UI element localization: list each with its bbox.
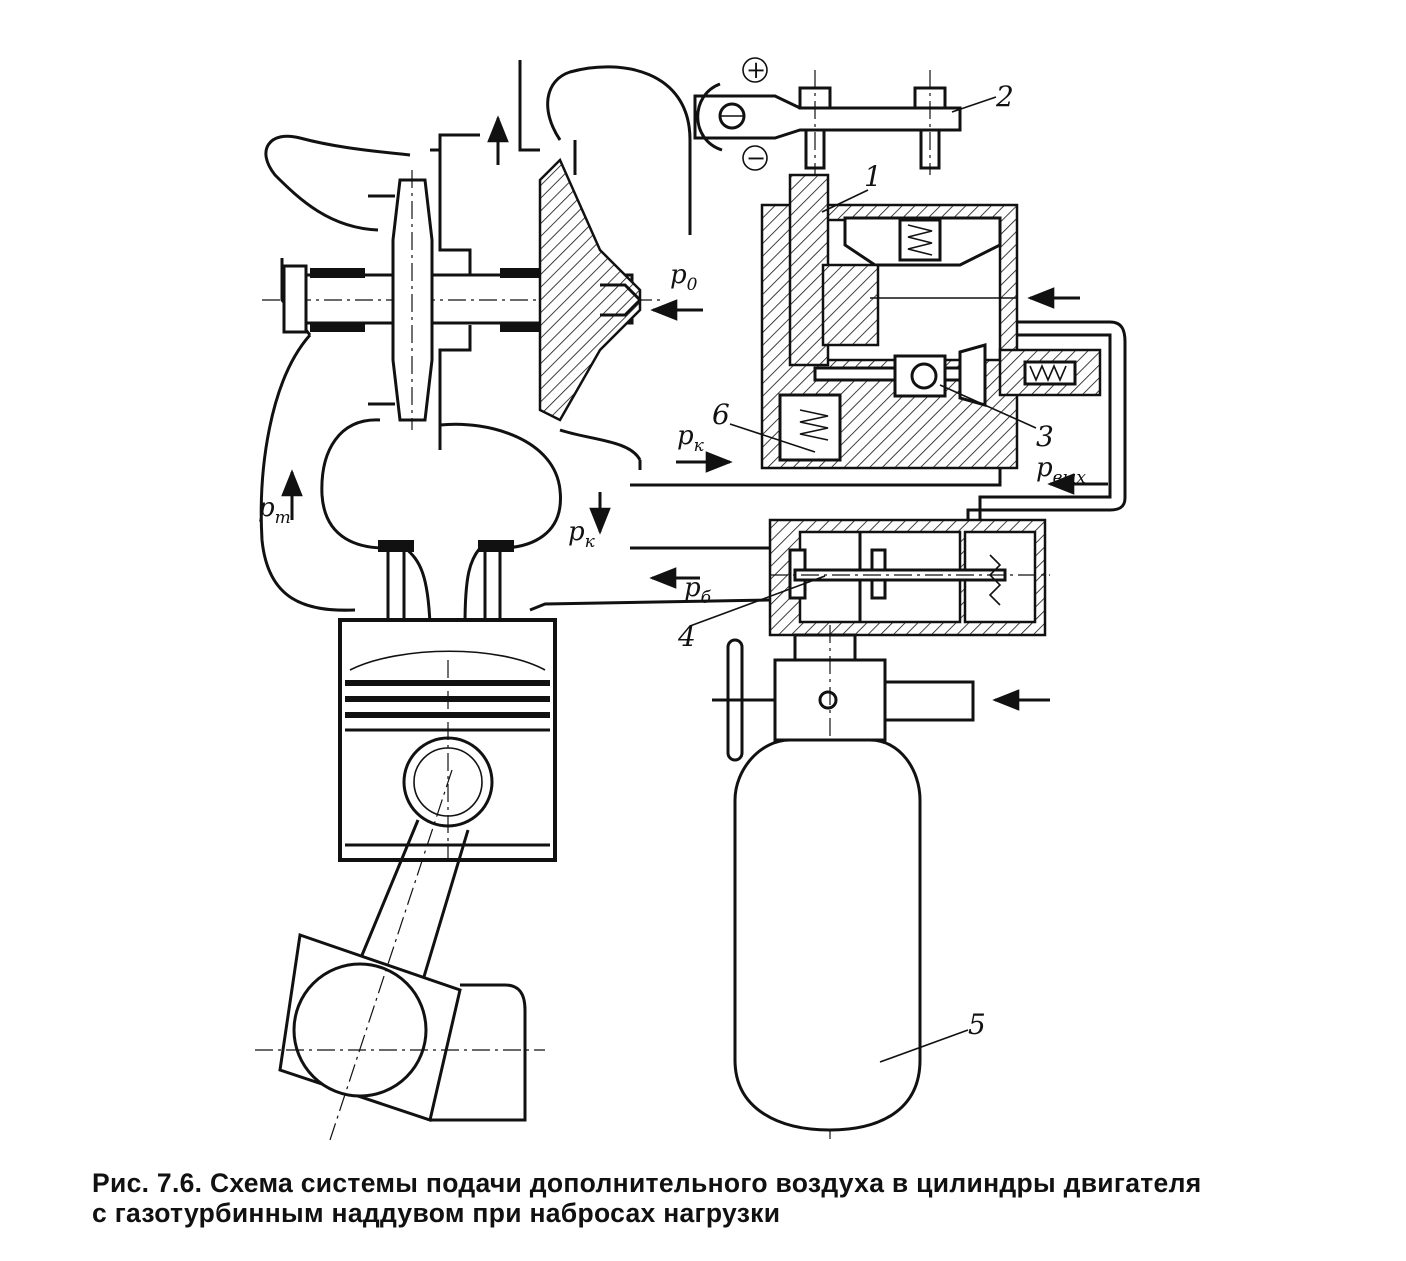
- schematic-diagram: p0 pк pк pт pб pвых + − 1 2 3 4 5 6: [255, 56, 1127, 1141]
- caption-line-2: с газотурбинным наддувом при набросах на…: [92, 1198, 781, 1228]
- air-cylinder: [733, 738, 922, 1132]
- callout-2: 2: [995, 80, 1014, 113]
- label-pvyh: pвых: [1036, 453, 1086, 488]
- label-p0: p0: [670, 260, 698, 295]
- turbocharger: [262, 60, 692, 470]
- minus-sign: −: [746, 144, 766, 172]
- label-pk-top: pк: [677, 421, 705, 456]
- air-start-valve: [712, 518, 1050, 1140]
- label-pb: pб: [684, 573, 712, 608]
- label-pk-mid: pк: [568, 517, 596, 552]
- callout-3: 3: [1036, 420, 1054, 453]
- callout-6: 6: [712, 398, 730, 431]
- exhaust-manifold: [259, 334, 562, 626]
- callout-4: 4: [677, 620, 696, 653]
- control-valve: [760, 173, 1127, 520]
- adjusting-lever: [693, 57, 962, 175]
- pressure-labels: p0 pк pк pт pб pвых + −: [258, 56, 1086, 608]
- caption-line-1: Рис. 7.6. Схема системы подачи дополните…: [92, 1168, 1202, 1198]
- callout-5: 5: [968, 1008, 986, 1041]
- callout-1: 1: [864, 160, 882, 193]
- callouts: 1 2 3 4 5 6: [677, 80, 1054, 1063]
- label-pt: pт: [258, 493, 291, 528]
- figure-caption: Рис. 7.6. Схема системы подачи дополните…: [92, 1168, 1382, 1228]
- plus-sign: +: [746, 56, 766, 84]
- engine-cylinder: [255, 618, 557, 1141]
